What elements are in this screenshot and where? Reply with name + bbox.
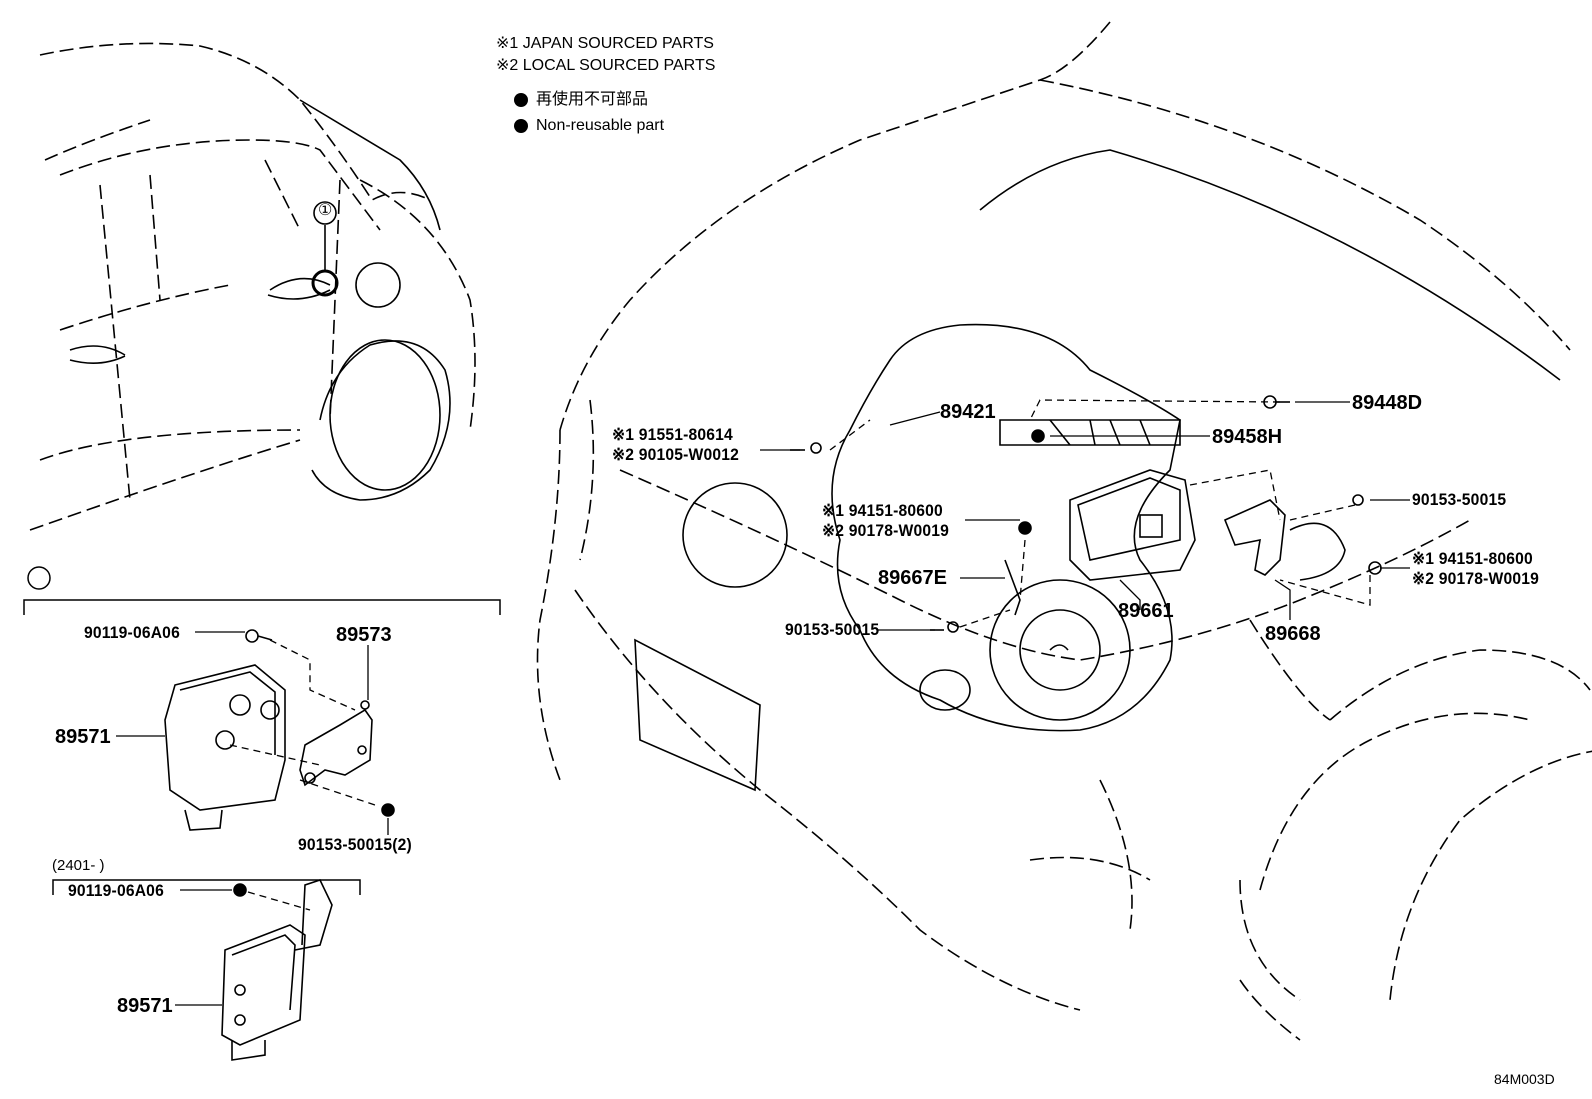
part-94151-80600-b: ※1 94151-80600 bbox=[1412, 549, 1533, 568]
part-90105-W0012: ※2 90105-W0012 bbox=[612, 445, 739, 464]
part-89661: 89661 bbox=[1118, 600, 1174, 622]
diagram-code: 84M003D bbox=[1494, 1071, 1555, 1087]
part-90178-W0019-a: ※2 90178-W0019 bbox=[822, 521, 949, 540]
part-90153-50015-b: 90153-50015 bbox=[1412, 490, 1507, 509]
part-94151-80600-a: ※1 94151-80600 bbox=[822, 501, 943, 520]
part-89571-a: 89571 bbox=[55, 726, 111, 748]
part-90119-06A06-b: 90119-06A06 bbox=[68, 881, 164, 900]
part-90153-50015-2: 90153-50015(2) bbox=[298, 835, 412, 854]
part-90178-W0019-b: ※2 90178-W0019 bbox=[1412, 569, 1539, 588]
part-89421: 89421 bbox=[940, 401, 996, 423]
part-89458H: 89458H bbox=[1212, 426, 1283, 448]
part-89571-b: 89571 bbox=[117, 995, 173, 1017]
legend-local-sourced: ※2 LOCAL SOURCED PARTS bbox=[496, 57, 716, 74]
part-89668: 89668 bbox=[1265, 623, 1321, 645]
legend-non-reusable-ja: 再使用不可部品 bbox=[536, 91, 649, 108]
legend-japan-sourced: ※1 JAPAN SOURCED PARTS bbox=[496, 35, 714, 52]
part-89573: 89573 bbox=[336, 624, 392, 646]
part-90153-50015-a: 90153-50015 bbox=[785, 620, 880, 639]
part-89667E: 89667E bbox=[878, 567, 947, 589]
legend-non-reusable-en: Non-reusable part bbox=[536, 117, 665, 134]
box-range-label: (2401- ) bbox=[52, 857, 105, 874]
part-89448D: 89448D bbox=[1352, 392, 1423, 414]
part-91551-80614: ※1 91551-80614 bbox=[612, 425, 733, 444]
callout-marker-1: ① bbox=[318, 202, 333, 219]
part-90119-06A06-a: 90119-06A06 bbox=[84, 623, 180, 642]
